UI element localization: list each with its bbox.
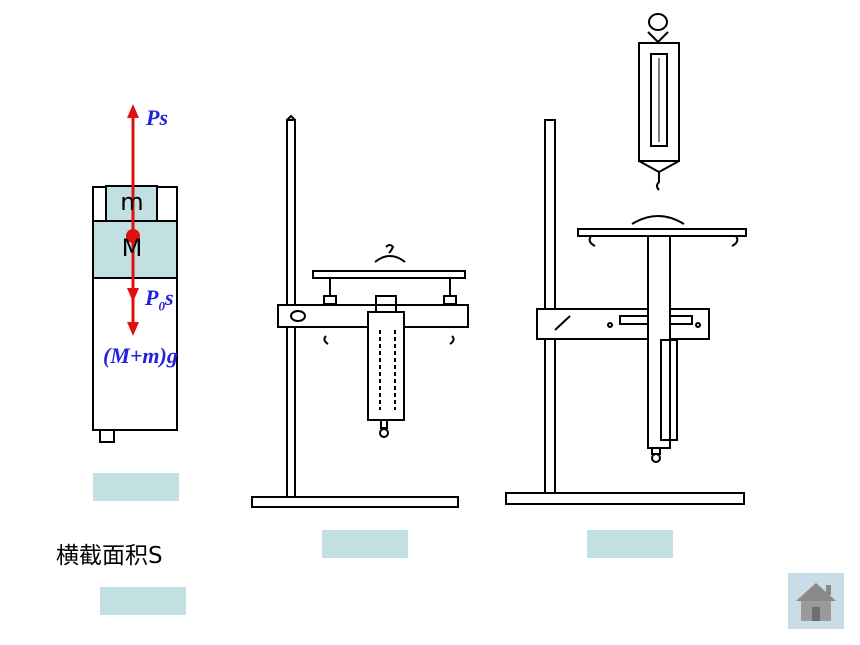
answer-box-3[interactable] [587,530,673,558]
down-arrowhead-1 [127,288,139,302]
up-arrowhead [127,104,139,118]
answer-box-4[interactable] [100,587,186,615]
center-of-mass-dot [126,229,140,243]
upward-force-label: Ps [146,105,168,130]
pressure-subscript: 0 [158,298,165,314]
home-icon [796,583,836,621]
answer-box-1[interactable] [93,473,179,501]
weight-force-label: (M+m)g [103,343,178,368]
stand-base [251,496,459,508]
force-arrows [126,104,140,336]
down-arrowhead-2 [127,322,139,336]
home-button[interactable] [788,573,844,629]
big-mass-label: M [121,234,143,262]
small-mass-label: m [120,188,144,216]
answer-box-2[interactable] [322,530,408,558]
atmospheric-pressure-force-label: P0s [145,285,174,314]
area-symbol: s [164,285,174,310]
syringe-barrel [367,311,405,421]
pressure-symbol: P [145,285,159,310]
right-apparatus [505,13,747,505]
cross-section-caption: 横截面积S [56,543,163,569]
platform-right [577,228,747,237]
middle-apparatus [251,114,469,508]
platform [312,270,466,279]
syringe-barrel-right [647,235,671,449]
stand-base-right [505,492,745,505]
